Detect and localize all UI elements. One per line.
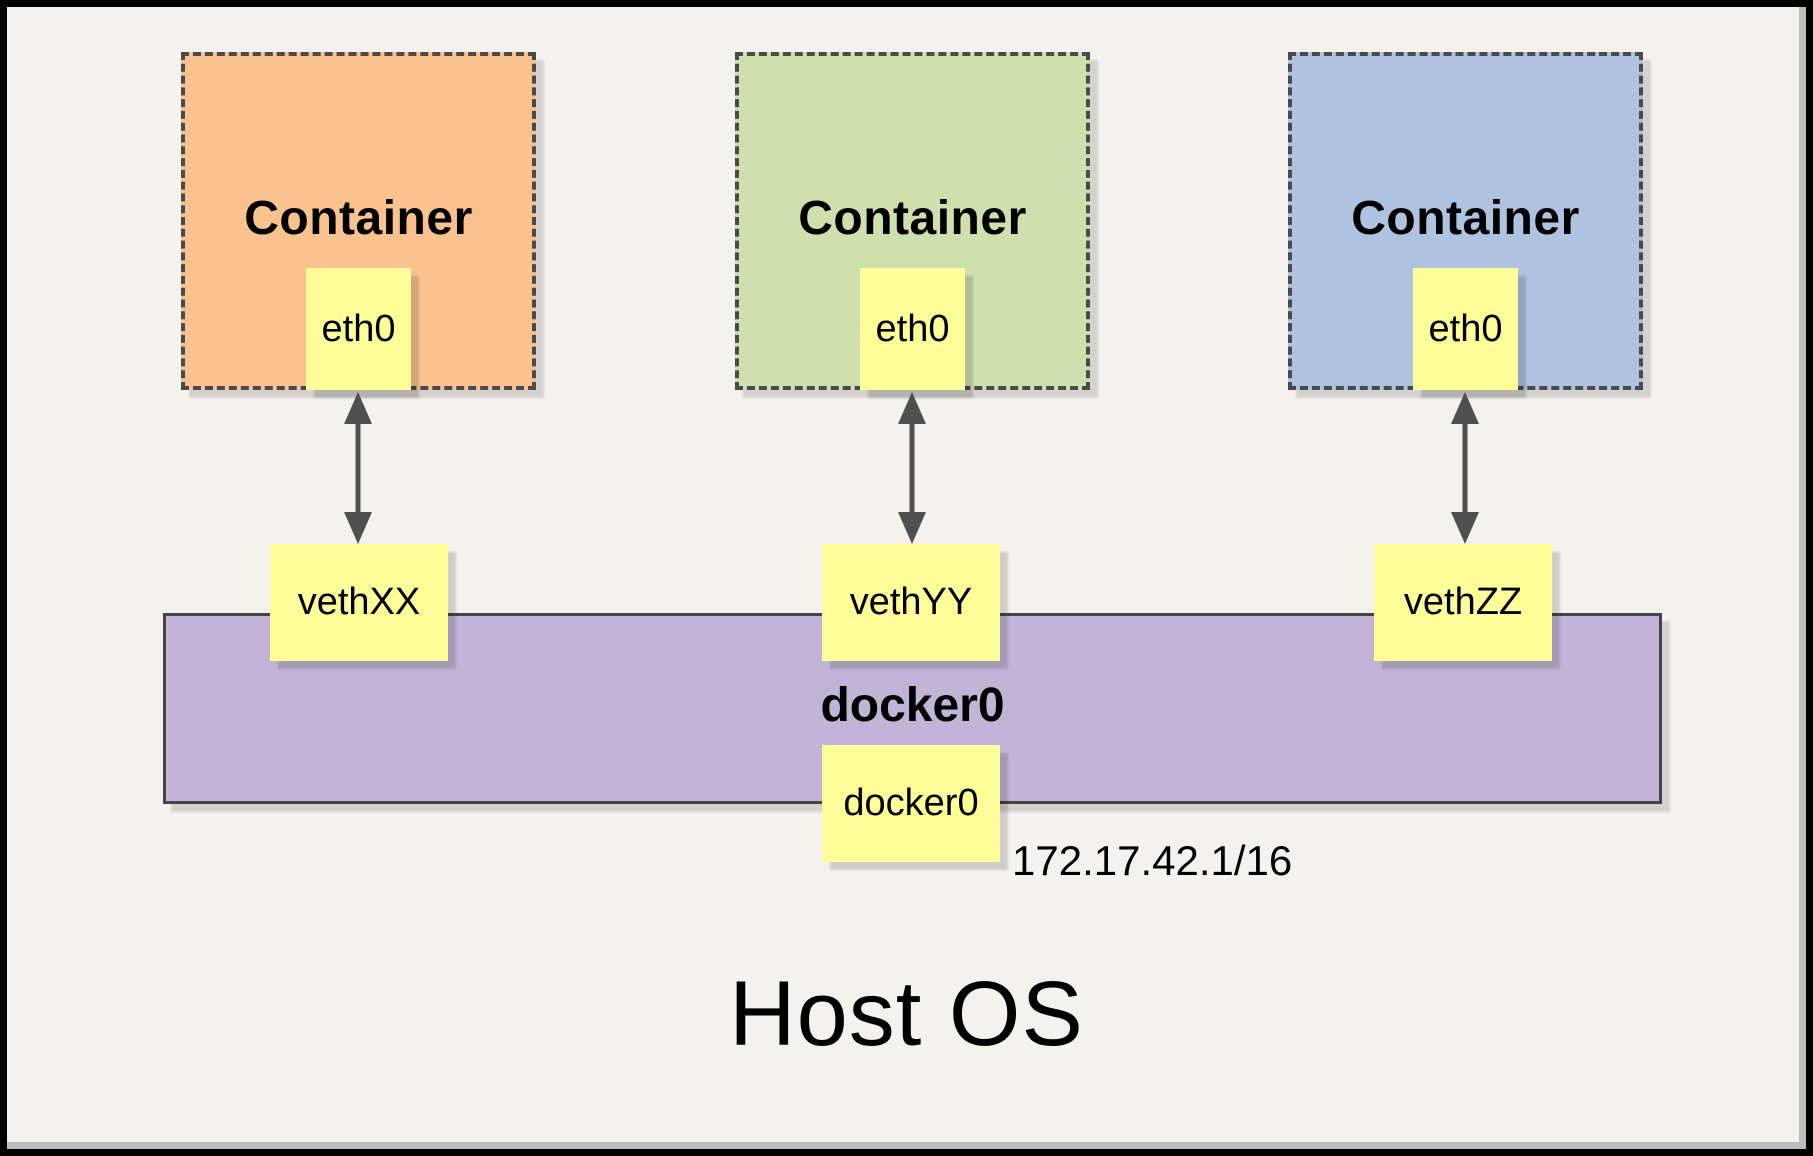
docker0-interface-node: docker0 (822, 745, 1000, 862)
container-3-title: Container (1351, 192, 1580, 245)
double-arrow-icon-3 (1447, 391, 1483, 545)
eth0-node-1: eth0 (306, 268, 411, 390)
container-2-title: Container (798, 192, 1027, 245)
container-1-title: Container (244, 192, 473, 245)
veth-label-2: vethYY (849, 581, 973, 623)
veth-label-3: vethZZ (1403, 581, 1523, 623)
bridge-ip-label: 172.17.42.1/16 (1012, 837, 1293, 884)
eth0-label-2: eth0 (875, 307, 950, 350)
eth0-label-3: eth0 (1428, 307, 1503, 350)
double-arrow-icon-2 (894, 391, 930, 545)
veth-node-3: vethZZ (1374, 544, 1552, 661)
docker0-interface-label: docker0 (843, 782, 979, 824)
eth0-label-1: eth0 (321, 307, 396, 350)
container-box-1: Container eth0 (181, 52, 536, 390)
docker0-bridge-title: docker0 (820, 679, 1005, 732)
veth-node-1: vethXX (270, 544, 448, 661)
container-box-3: Container eth0 (1288, 52, 1643, 390)
veth-node-2: vethYY (822, 544, 1000, 661)
veth-label-1: vethXX (297, 581, 421, 623)
eth0-node-2: eth0 (860, 268, 965, 390)
container-box-2: Container eth0 (735, 52, 1090, 390)
host-os-label: Host OS (729, 963, 1084, 1065)
eth0-node-3: eth0 (1413, 268, 1518, 390)
double-arrow-icon-1 (340, 391, 376, 545)
